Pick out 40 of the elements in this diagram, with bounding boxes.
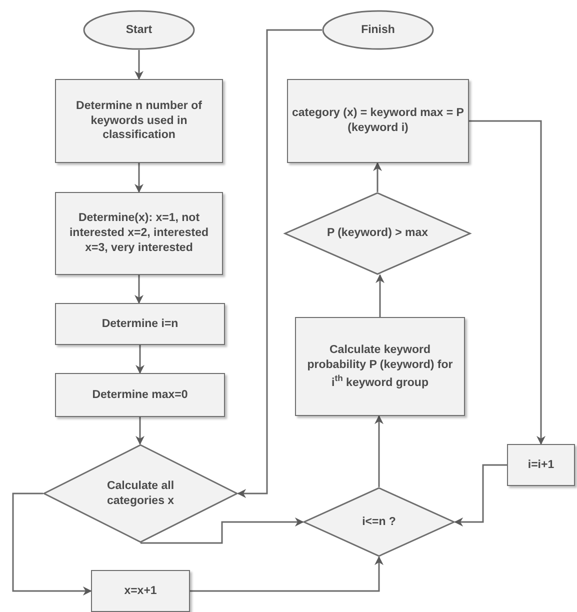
decision-diamond — [284, 192, 471, 275]
node-text: Determine n number of keywords used in classification — [75, 98, 203, 144]
node-text: i<=n ? — [362, 514, 396, 530]
arrow — [136, 417, 144, 445]
process-box — [91, 570, 190, 612]
arrow — [237, 29, 322, 498]
arrow — [134, 163, 144, 193]
terminal-ellipse — [83, 10, 195, 50]
arrow — [136, 345, 144, 374]
node-text: i=i+1 — [528, 458, 554, 472]
node-text: x=x+1 — [124, 584, 157, 598]
process-box — [55, 192, 223, 275]
node-text: Finish — [361, 22, 395, 38]
process-box — [55, 79, 223, 163]
arrow — [374, 415, 384, 487]
arrow — [376, 274, 384, 317]
arrow — [190, 556, 384, 592]
arrow — [454, 464, 507, 526]
process-box — [287, 79, 469, 163]
node-text: Determine max=0 — [92, 388, 188, 402]
process-box — [507, 444, 575, 486]
decision-diamond — [303, 487, 455, 557]
arrow — [469, 120, 546, 445]
arrow — [134, 50, 144, 80]
decision-diamond — [43, 444, 238, 543]
node-text: Calculate all categories x — [106, 478, 176, 508]
node-text: P (keyword) > max — [326, 226, 428, 241]
node-text: Determine(x): x=1, not interested x=2, interested x=3, very interested — [68, 211, 210, 256]
process-box — [295, 317, 465, 416]
node-text: Start — [126, 22, 152, 38]
process-box — [55, 373, 225, 417]
arrow — [140, 518, 304, 544]
node-text: Determine i=n — [102, 316, 178, 332]
node-text: category (x) = keyword max = P (keyword i) — [291, 106, 465, 136]
process-box — [55, 303, 225, 345]
arrow — [12, 492, 92, 596]
node-text: Calculate keyword probability P (keyword) for i$^{th}$ keyword group — [306, 342, 454, 390]
arrow — [373, 162, 382, 192]
arrow — [134, 275, 144, 304]
terminal-ellipse — [322, 10, 434, 50]
